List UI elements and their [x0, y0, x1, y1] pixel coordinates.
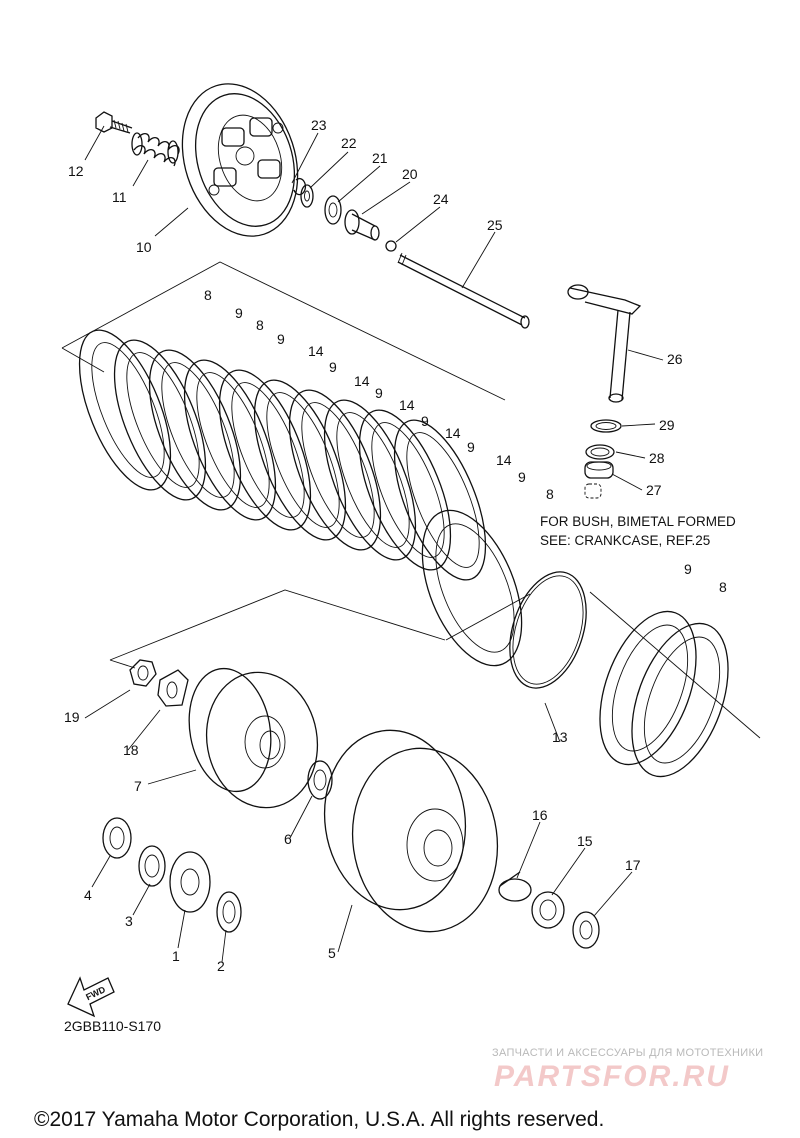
clutch-plates-frame [61, 261, 531, 641]
part-label-11: 11 [112, 189, 127, 205]
part-label-5: 5 [328, 945, 336, 961]
diagram-code: 2GBB110-S170 [64, 1018, 161, 1034]
push-lever-shaft-drawing [567, 284, 642, 403]
part-label-9: 9 [421, 413, 429, 429]
part-label-20: 20 [402, 166, 418, 182]
part-label-9: 9 [277, 331, 285, 347]
part-label-26: 26 [667, 351, 683, 367]
part-label-19: 19 [64, 709, 80, 725]
watermark-logo: PARTSFOR.RU [494, 1060, 730, 1093]
part-label-6: 6 [284, 831, 292, 847]
seal-bearing-bush-drawing [584, 419, 622, 499]
part-label-13: 13 [552, 729, 568, 745]
part-label-25: 25 [487, 217, 503, 233]
separate-plates-drawing [589, 591, 761, 778]
clutch-housing-drawing [323, 729, 499, 933]
part-label-24: 24 [433, 191, 449, 207]
part-label-16: 16 [532, 807, 548, 823]
thrust-washer-drawing [307, 760, 333, 800]
watermark-caption: ЗАПЧАСТИ И АКСЕССУАРЫ ДЛЯ МОТОТЕХНИКИ [492, 1047, 763, 1059]
push-rod-drawing [397, 252, 530, 329]
fwd-arrow-icon: FWD [67, 976, 115, 1018]
part-label-9: 9 [518, 469, 526, 485]
part-label-17: 17 [625, 857, 641, 873]
part-label-8: 8 [719, 579, 727, 595]
spring-drawing [131, 132, 180, 167]
part-label-2: 2 [217, 958, 225, 974]
part-label-7: 7 [134, 778, 142, 794]
part-label-14: 14 [445, 425, 461, 441]
nut-washer-drawing [129, 659, 189, 707]
part-label-21: 21 [372, 150, 388, 166]
part-label-9: 9 [235, 305, 243, 321]
wire-ring-drawing [509, 571, 587, 689]
bush-bearing-washer-drawing [498, 871, 600, 949]
part-label-29: 29 [659, 417, 675, 433]
bolt-drawing [95, 111, 133, 134]
clutch-plates-drawing [78, 329, 523, 667]
part-label-10: 10 [136, 239, 152, 255]
part-label-23: 23 [311, 117, 327, 133]
part-label-9: 9 [467, 439, 475, 455]
part-label-14: 14 [308, 343, 324, 359]
leader-lines [84, 125, 664, 963]
part-label-14: 14 [496, 452, 512, 468]
copyright-notice: ©2017 Yamaha Motor Corporation, U.S.A. A… [34, 1108, 604, 1131]
part-labels: 12 11 10 23 22 21 20 24 25 26 29 28 27 8… [64, 117, 727, 974]
part-label-3: 3 [125, 913, 133, 929]
small-parts-drawing [293, 177, 397, 252]
fwd-label: FWD [84, 984, 107, 1002]
part-label-14: 14 [354, 373, 370, 389]
part-label-27: 27 [646, 482, 662, 498]
part-label-14: 14 [399, 397, 415, 413]
part-label-8: 8 [204, 287, 212, 303]
part-label-1: 1 [172, 948, 180, 964]
lower-frame [109, 589, 446, 669]
part-label-22: 22 [341, 135, 357, 151]
part-label-18: 18 [123, 742, 139, 758]
note-line-2: SEE: CRANKCASE, REF.25 [540, 533, 710, 548]
part-label-8: 8 [256, 317, 264, 333]
part-label-9: 9 [684, 561, 692, 577]
part-label-9: 9 [329, 359, 337, 375]
part-label-8: 8 [546, 486, 554, 502]
pressure-plate-drawing [181, 83, 299, 237]
part-label-9: 9 [375, 385, 383, 401]
part-label-15: 15 [577, 833, 593, 849]
part-label-4: 4 [84, 887, 92, 903]
clutch-boss-drawing [188, 667, 319, 809]
note-line-1: FOR BUSH, BIMETAL FORMED [540, 514, 736, 529]
gear-collar-drawing [102, 817, 242, 933]
part-label-28: 28 [649, 450, 665, 466]
part-label-12: 12 [68, 163, 84, 179]
